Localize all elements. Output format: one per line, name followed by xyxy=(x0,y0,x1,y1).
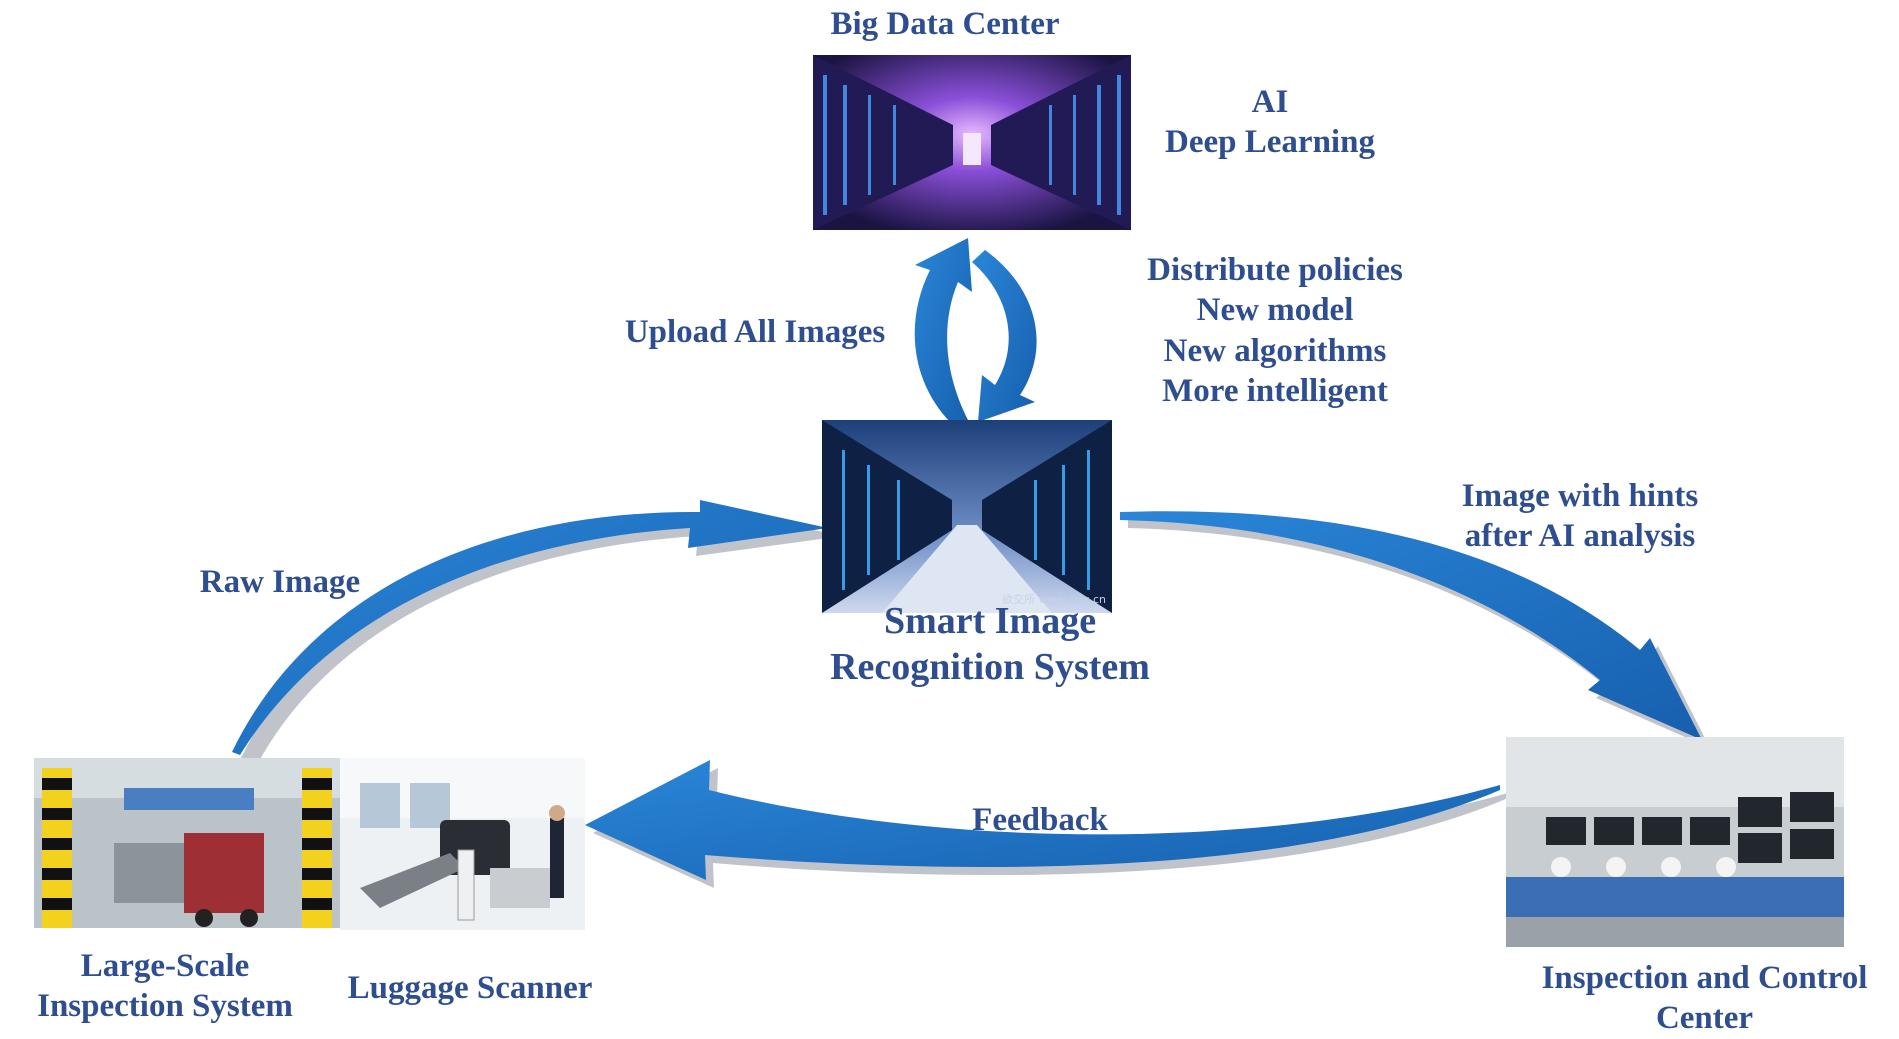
inspection-center-label: Inspection and Control Center xyxy=(1510,958,1899,1039)
luggage-scanner-photo xyxy=(340,758,585,930)
server-room-photo: 欲交所 www.csix.cn xyxy=(822,420,1112,613)
feedback-label: Feedback xyxy=(972,802,1108,838)
distribute-line3: New algorithms xyxy=(1163,332,1387,369)
large-scale-line2: Inspection System xyxy=(37,988,293,1025)
upload-arrow xyxy=(914,238,972,422)
hints-label: Image with hints after AI analysis xyxy=(1410,476,1750,557)
smart-image-line2: Recognition System xyxy=(830,646,1150,689)
data-center-photo xyxy=(813,55,1131,230)
ai-line1: AI xyxy=(1251,84,1289,120)
upload-label: Upload All Images xyxy=(624,314,886,350)
inspection-center-line2: Center xyxy=(1655,1000,1754,1037)
big-data-center-title: Big Data Center xyxy=(830,6,1060,42)
control-room-photo xyxy=(1506,737,1844,947)
luggage-label: Luggage Scanner xyxy=(347,970,593,1006)
distribute-line4: More intelligent xyxy=(1162,372,1388,409)
raw-image-label: Raw Image xyxy=(199,564,361,600)
distribute-line1: Distribute policies xyxy=(1147,252,1403,288)
large-scale-label: Large-Scale Inspection System xyxy=(0,946,330,1027)
hints-line1: Image with hints xyxy=(1461,478,1699,514)
ai-label: AI Deep Learning xyxy=(1120,82,1420,163)
large-scale-line1: Large-Scale xyxy=(80,948,250,984)
watermark: 欲交所 www.csix.cn xyxy=(1002,593,1106,606)
feedback-arrow xyxy=(585,760,1500,880)
ai-line2: Deep Learning xyxy=(1165,124,1375,161)
distribute-arrow xyxy=(972,250,1037,422)
distribute-line2: New model xyxy=(1196,292,1354,329)
distribute-label: Distribute policies New model New algori… xyxy=(1110,250,1440,411)
hints-line2: after AI analysis xyxy=(1464,518,1696,555)
inspection-center-line1: Inspection and Control xyxy=(1541,960,1868,996)
raw-image-arrow xyxy=(232,500,828,755)
smart-image-line1: Smart Image xyxy=(883,600,1097,642)
hints-arrow xyxy=(1120,511,1702,740)
truck-scanner-photo xyxy=(34,758,340,928)
smart-image-label: Smart Image Recognition System xyxy=(790,598,1190,691)
